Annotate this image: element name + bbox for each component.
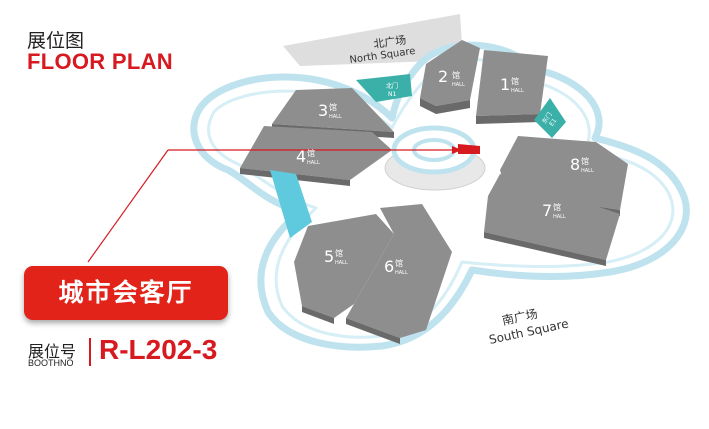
entrance-n1-zh: 北门 <box>386 82 398 90</box>
hall-block-5 <box>294 214 394 318</box>
hall-block-2-side <box>420 98 470 114</box>
hall-6-num: 6 <box>384 257 394 276</box>
hall-5-num: 5 <box>324 247 334 266</box>
hall-2-zh: 馆 <box>452 70 460 80</box>
venue-name-badge: 城市会客厅 <box>24 266 228 320</box>
hall-7-en: HALL <box>553 214 566 220</box>
hall-8-zh: 馆 <box>581 156 589 166</box>
location-marker <box>458 144 480 154</box>
entrance-e1-block <box>534 98 566 138</box>
hall-6-en: HALL <box>395 270 408 276</box>
hall-block-6-side <box>346 318 400 344</box>
west-cyan-corridor <box>270 170 312 238</box>
hall-2-num: 2 <box>438 67 448 86</box>
hall-5-en: HALL <box>335 260 348 266</box>
hall-block-7 <box>484 174 620 260</box>
halls <box>240 40 628 344</box>
hall-6-zh: 馆 <box>395 258 403 268</box>
hall-1-num: 1 <box>500 75 510 94</box>
hall-block-2 <box>420 40 480 106</box>
hall-7-num: 7 <box>542 201 552 220</box>
hall-block-3 <box>272 88 394 132</box>
hall-block-6 <box>346 204 452 338</box>
entrance-n1-en: N1 <box>388 91 396 98</box>
hall-1-zh: 馆 <box>511 76 519 86</box>
entrance-e1-en: E1 <box>548 117 558 127</box>
hall-4-zh: 馆 <box>307 148 315 158</box>
hall-3-en: HALL <box>329 114 342 120</box>
hall-block-5-side <box>302 306 334 324</box>
hall-8-en: HALL <box>581 168 594 174</box>
south-square-zh: 南广场 <box>501 306 539 328</box>
hall-3-zh: 馆 <box>329 102 337 112</box>
hall-block-1 <box>476 50 548 116</box>
hall-4-en: HALL <box>307 160 320 166</box>
booth-separator <box>89 338 91 366</box>
hall-8-num: 8 <box>570 155 580 174</box>
location-arrow-icon <box>452 146 462 154</box>
hall-1-en: HALL <box>511 88 524 94</box>
entrance-n1-block <box>356 74 412 102</box>
hall-block-7-side <box>484 232 606 266</box>
hall-2-en: HALL <box>452 82 465 88</box>
north-square-plaza <box>283 14 463 66</box>
booth-label-en: BOOTHNO <box>28 358 74 368</box>
venue-name: 城市会客厅 <box>58 278 194 307</box>
hall-7-zh: 馆 <box>553 202 561 212</box>
page-title-zh: 展位图 <box>27 30 85 52</box>
hall-block-4 <box>240 126 392 180</box>
booth-number: R-L202-3 <box>99 334 218 365</box>
hall-4-num: 4 <box>296 147 306 166</box>
hall-5-zh: 馆 <box>335 248 343 258</box>
booth-label-zh: 展位号 <box>28 342 77 361</box>
north-square-zh: 北广场 <box>372 33 407 51</box>
page-title-en: FLOOR PLAN <box>27 49 173 74</box>
hall-block-1-side <box>476 114 540 124</box>
location-pointer-line <box>87 149 169 263</box>
hall-3-num: 3 <box>318 101 328 120</box>
